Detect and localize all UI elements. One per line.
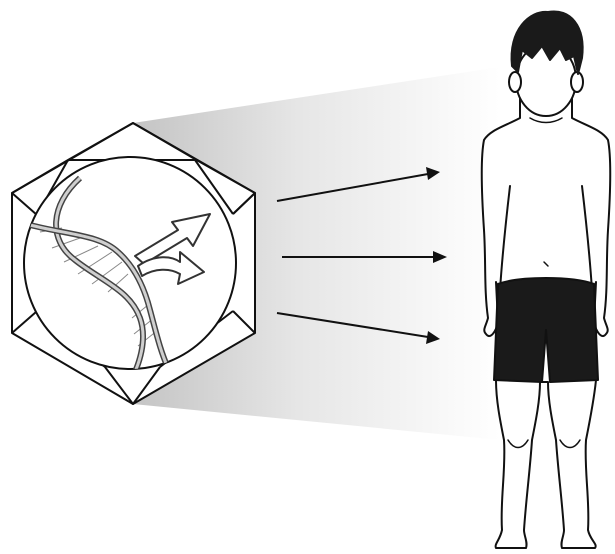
child-figure-icon — [482, 11, 611, 548]
